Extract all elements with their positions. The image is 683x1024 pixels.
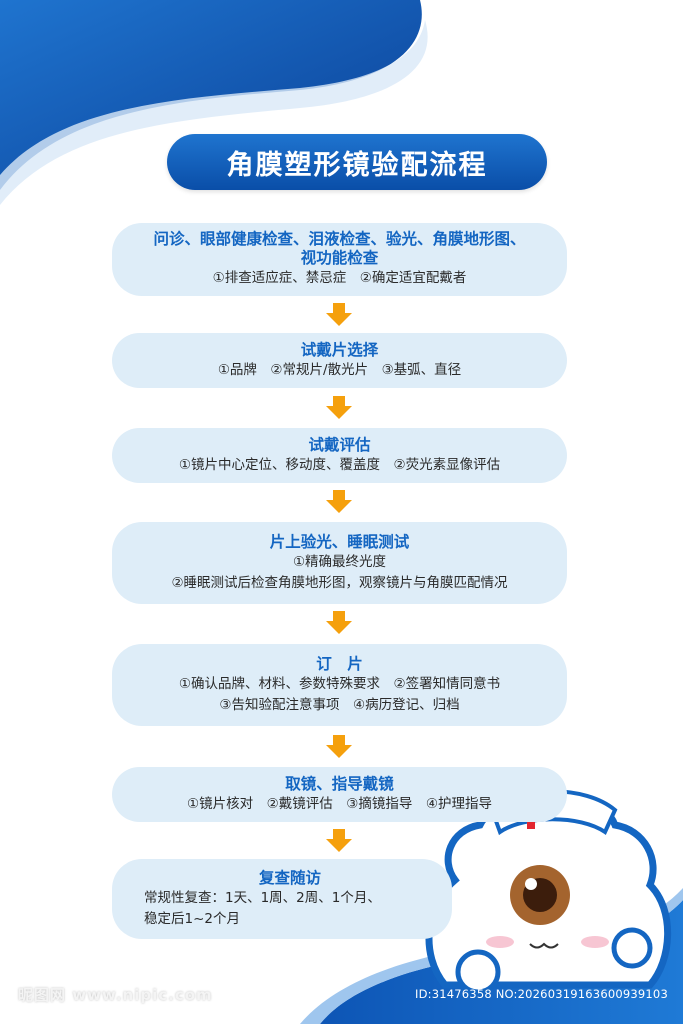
step-detail: ①品牌 ②常规片/散光片 ③基弧、直径 — [217, 361, 462, 378]
step-detail: 常规性复查：1天、1周、2周、1个月、 — [144, 889, 381, 906]
step-heading: 复查随访 — [258, 868, 321, 887]
step-detail: ①确认品牌、材料、参数特殊要求 ②签署知情同意书 — [178, 675, 501, 692]
page-title: 角膜塑形镜验配流程 — [167, 134, 547, 190]
step-follow-up: 复查随访 常规性复查：1天、1周、2周、1个月、 稳定后1~2个月 — [112, 859, 452, 939]
watermark-id: ID:31476358 NO:20260319163600939103 — [415, 987, 668, 1001]
down-arrow-icon — [326, 735, 352, 758]
down-arrow-icon — [326, 490, 352, 513]
step-detail: ①镜片核对 ②戴镜评估 ③摘镜指导 ④护理指导 — [187, 795, 492, 812]
step-detail: ②睡眠测试后检查角膜地形图，观察镜片与角膜匹配情况 — [171, 574, 508, 591]
step-detail: ①镜片中心定位、移动度、覆盖度 ②荧光素显像评估 — [178, 456, 501, 473]
step-heading: 订 片 — [316, 654, 363, 673]
step-heading: 试戴评估 — [308, 435, 371, 454]
step-heading: 试戴片选择 — [300, 340, 379, 359]
step-trial-evaluation: 试戴评估 ①镜片中心定位、移动度、覆盖度 ②荧光素显像评估 — [112, 428, 567, 483]
down-arrow-icon — [326, 396, 352, 419]
down-arrow-icon — [326, 829, 352, 852]
step-detail: 稳定后1~2个月 — [144, 910, 240, 927]
step-detail: ①排查适应症、禁忌症 ②确定适宜配戴者 — [212, 270, 467, 286]
step-order-lens: 订 片 ①确认品牌、材料、参数特殊要求 ②签署知情同意书 ③告知验配注意事项 ④… — [112, 644, 567, 726]
step-detail: ①精确最终光度 — [292, 553, 387, 570]
step-heading: 取镜、指导戴镜 — [285, 774, 394, 793]
page-title-text: 角膜塑形镜验配流程 — [226, 149, 488, 181]
watermark-site: 昵图网 www.nipic.com — [18, 986, 213, 1004]
step-heading: 问诊、眼部健康检查、泪液检查、验光、角膜地形图、 — [153, 230, 526, 248]
down-arrow-icon — [326, 611, 352, 634]
step-dispense-guidance: 取镜、指导戴镜 ①镜片核对 ②戴镜评估 ③摘镜指导 ④护理指导 — [112, 767, 567, 822]
step-overrefraction-sleep-test: 片上验光、睡眠测试 ①精确最终光度 ②睡眠测试后检查角膜地形图，观察镜片与角膜匹… — [112, 522, 567, 604]
step-consultation-exam: 问诊、眼部健康检查、泪液检查、验光、角膜地形图、 视功能检查 ①排查适应症、禁忌… — [112, 223, 567, 296]
step-detail: ③告知验配注意事项 ④病历登记、归档 — [219, 696, 460, 713]
down-arrow-icon — [326, 303, 352, 326]
step-heading: 视功能检查 — [300, 249, 379, 267]
top-left-wave-light — [0, 20, 428, 205]
step-heading: 片上验光、睡眠测试 — [269, 532, 410, 551]
step-trial-lens-selection: 试戴片选择 ①品牌 ②常规片/散光片 ③基弧、直径 — [112, 333, 567, 388]
top-left-wave — [0, 0, 422, 190]
